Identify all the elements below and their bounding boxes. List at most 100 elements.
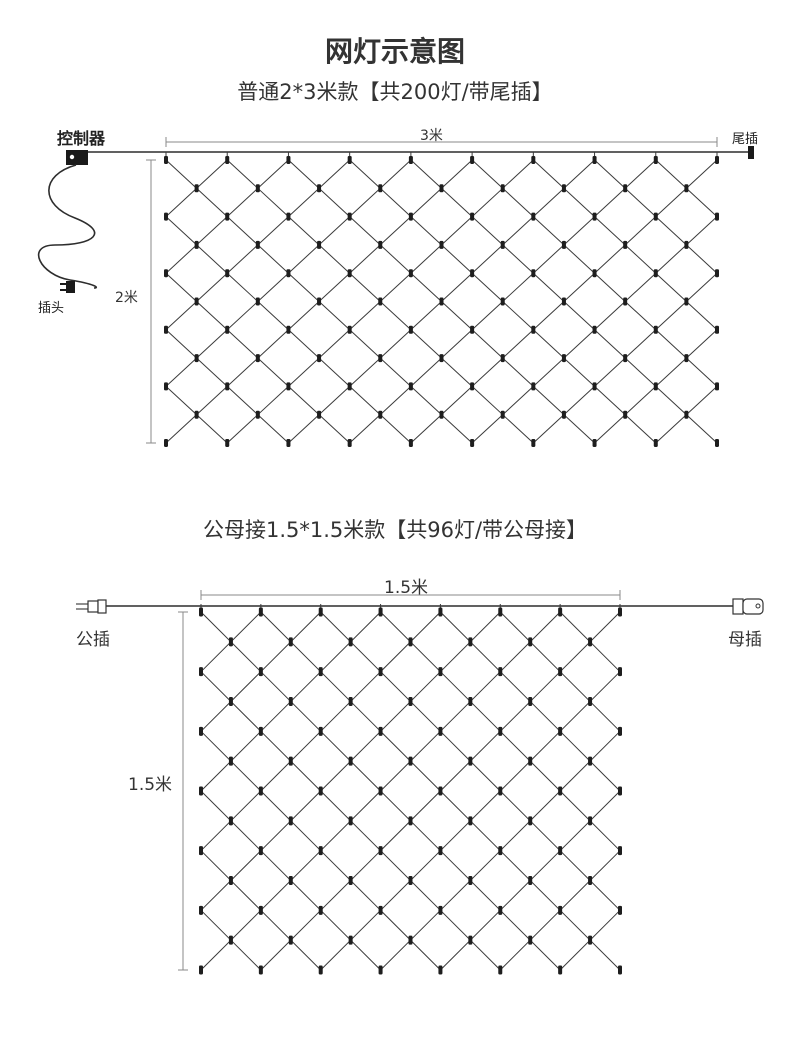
led-bulb-icon [715, 156, 719, 164]
led-bulb-icon [408, 876, 413, 885]
led-bulb-icon [288, 876, 293, 885]
led-bulb-icon [588, 816, 593, 826]
led-bulb-icon [288, 697, 293, 706]
led-bulb-icon [225, 439, 230, 447]
led-bulb-icon [318, 607, 323, 617]
led-bulb-icon [348, 876, 353, 885]
led-bulb-icon [286, 325, 291, 334]
led-bulb-icon [286, 269, 291, 278]
led-bulb-icon [618, 905, 622, 915]
led-bulb-icon [715, 212, 719, 221]
led-bulb-icon [439, 184, 444, 193]
led-bulb-icon [347, 212, 352, 221]
led-bulb-icon [623, 184, 628, 193]
led-bulb-icon [528, 697, 533, 706]
led-bulb-icon [258, 667, 263, 677]
led-bulb-icon [255, 184, 260, 193]
led-bulb-icon [318, 667, 323, 677]
led-bulb-icon [194, 297, 199, 306]
led-bulb-icon [468, 816, 473, 826]
led-bulb-icon [592, 212, 597, 221]
led-bulb-icon [561, 297, 566, 306]
led-bulb-icon [408, 439, 413, 447]
connectable-width-dimension [200, 590, 621, 600]
led-bulb-icon [498, 726, 503, 736]
led-bulb-icon [715, 269, 719, 278]
led-bulb-icon [199, 667, 203, 677]
led-bulb-icon [618, 607, 622, 617]
led-bulb-icon [653, 156, 658, 164]
led-bulb-icon [317, 354, 322, 363]
led-bulb-icon [528, 935, 533, 945]
led-bulb-icon [164, 382, 168, 391]
led-bulb-icon [653, 325, 658, 334]
led-bulb-icon [498, 786, 503, 796]
diagram-title: 网灯示意图 [324, 35, 465, 68]
led-bulb-icon [498, 667, 503, 677]
led-bulb-icon [408, 382, 413, 391]
led-bulb-icon [558, 786, 563, 796]
standard-width-label: 3米 [420, 128, 443, 144]
led-bulb-icon [498, 905, 503, 915]
led-bulb-icon [468, 637, 473, 647]
led-bulb-icon [618, 726, 622, 736]
led-bulb-icon [378, 607, 383, 617]
led-bulb-icon [194, 410, 199, 419]
led-bulb-icon [561, 240, 566, 249]
led-bulb-icon [531, 382, 536, 391]
led-bulb-icon [438, 965, 443, 975]
led-bulb-icon [347, 156, 352, 164]
led-bulb-icon [470, 325, 475, 334]
led-bulb-icon [470, 439, 475, 447]
led-bulb-icon [408, 325, 413, 334]
led-bulb-icon [653, 269, 658, 278]
led-bulb-icon [378, 667, 383, 677]
led-bulb-icon [347, 382, 352, 391]
led-bulb-icon [228, 935, 233, 945]
led-bulb-icon [164, 269, 168, 278]
led-bulb-icon [623, 410, 628, 419]
led-bulb-icon [408, 935, 413, 945]
led-bulb-icon [561, 410, 566, 419]
led-bulb-icon [258, 905, 263, 915]
led-bulb-icon [378, 297, 383, 306]
led-bulb-icon [258, 726, 263, 736]
led-bulb-icon [592, 156, 597, 164]
led-bulb-icon [317, 410, 322, 419]
led-bulb-icon [348, 697, 353, 706]
led-bulb-icon [439, 410, 444, 419]
led-bulb-icon [715, 325, 719, 334]
led-bulb-icon [561, 184, 566, 193]
led-bulb-icon [558, 607, 563, 617]
led-bulb-icon [438, 846, 443, 856]
led-bulb-icon [194, 354, 199, 363]
led-bulb-icon [531, 439, 536, 447]
led-bulb-icon [470, 269, 475, 278]
led-bulb-icon [199, 726, 203, 736]
led-bulb-icon [258, 846, 263, 856]
led-bulb-icon [561, 354, 566, 363]
led-bulb-icon [684, 184, 689, 193]
led-bulb-icon [164, 439, 168, 447]
led-bulb-icon [558, 905, 563, 915]
led-bulb-icon [258, 607, 263, 617]
controller-box-icon [66, 150, 88, 165]
led-bulb-icon [498, 846, 503, 856]
standard-net [37, 137, 754, 447]
led-bulb-icon [228, 876, 233, 885]
led-bulb-icon [347, 269, 352, 278]
led-bulb-icon [500, 184, 505, 193]
connectable-width-label: 1.5米 [384, 578, 429, 598]
standard-net-subtitle: 普通2*3米款【共200灯/带尾插】 [237, 80, 553, 104]
led-bulb-icon [684, 410, 689, 419]
led-bulb-icon [378, 354, 383, 363]
led-bulb-icon [228, 697, 233, 706]
led-bulb-icon [438, 667, 443, 677]
led-bulb-icon [317, 297, 322, 306]
led-bulb-icon [228, 816, 233, 826]
led-bulb-icon [378, 240, 383, 249]
led-bulb-icon [653, 212, 658, 221]
led-bulb-icon [498, 965, 503, 975]
led-bulb-icon [225, 382, 230, 391]
